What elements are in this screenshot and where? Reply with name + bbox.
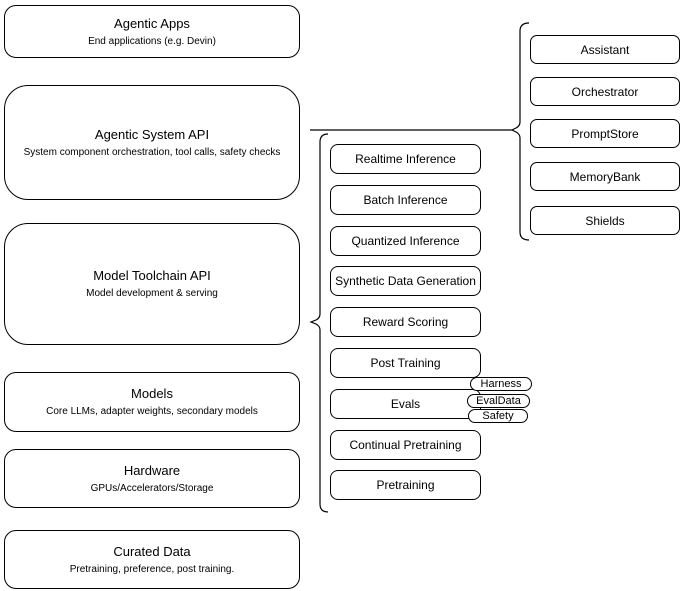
component-label: Shields [585,213,625,228]
toolchain-label: Post Training [370,356,441,370]
toolchain-box-reward-scoring: Reward Scoring [330,307,481,337]
component-label: Assistant [580,42,630,57]
toolchain-box-synthetic-data-generation: Synthetic Data Generation [330,266,481,296]
toolchain-label: Realtime Inference [355,152,456,166]
eval-tag-label: Safety [482,409,514,422]
toolchain-box-evals: Evals [330,389,481,419]
eval-tag-label: EvalData [476,394,521,407]
layer-box-agentic-apps: Agentic Apps End applications (e.g. Devi… [4,5,300,58]
eval-tag-label: Harness [480,377,522,390]
toolchain-curly-bracket [309,133,329,513]
toolchain-box-continual-pretraining: Continual Pretraining [330,430,481,460]
toolchain-label: Quantized Inference [351,234,460,248]
toolchain-label: Evals [390,397,421,411]
component-label: Orchestrator [571,84,639,99]
layer-box-curated-data: Curated Data Pretraining, preference, po… [4,530,300,589]
layer-subtitle: System component orchestration, tool cal… [23,146,281,158]
layer-subtitle: Model development & serving [86,288,218,299]
layer-title: Agentic Apps [114,15,190,31]
layer-subtitle: End applications (e.g. Devin) [88,35,216,47]
toolchain-box-pretraining: Pretraining [330,470,481,500]
component-box-orchestrator: Orchestrator [530,77,680,106]
layer-subtitle: Pretraining, preference, post training. [69,563,235,575]
toolchain-box-post-training: Post Training [330,348,481,378]
eval-tag-evaldata: EvalData [467,394,530,408]
layer-title: Model Toolchain API [93,268,211,283]
eval-tag-harness: Harness [470,377,532,391]
toolchain-label: Reward Scoring [362,315,449,329]
toolchain-box-quantized-inference: Quantized Inference [330,226,481,256]
layer-box-agentic-system-api: Agentic System API System component orch… [4,85,300,200]
layer-box-hardware: Hardware GPUs/Accelerators/Storage [4,449,300,508]
toolchain-label: Continual Pretraining [349,438,462,452]
toolchain-label: Pretraining [376,478,435,492]
component-label: PromptStore [571,126,639,141]
toolchain-box-batch-inference: Batch Inference [330,185,481,215]
component-box-memorybank: MemoryBank [530,162,680,191]
component-box-assistant: Assistant [530,35,680,64]
layer-subtitle: Core LLMs, adapter weights, secondary mo… [46,406,258,417]
layer-box-models: Models Core LLMs, adapter weights, secon… [4,372,300,432]
component-label: MemoryBank [569,169,641,184]
component-box-promptstore: PromptStore [530,119,680,148]
toolchain-label: Batch Inference [363,193,448,207]
layer-title: Hardware [123,462,181,478]
layer-title: Agentic System API [94,126,210,142]
layer-title: Curated Data [113,543,191,559]
layer-box-model-toolchain-api: Model Toolchain API Model development & … [4,223,300,345]
toolchain-label: Synthetic Data Generation [335,274,476,288]
layer-title: Models [131,386,173,401]
components-curly-bracket [510,22,530,241]
layer-subtitle: GPUs/Accelerators/Storage [90,482,214,494]
component-box-shields: Shields [530,206,680,235]
toolchain-box-realtime-inference: Realtime Inference [330,144,481,174]
eval-tag-safety: Safety [468,409,528,423]
